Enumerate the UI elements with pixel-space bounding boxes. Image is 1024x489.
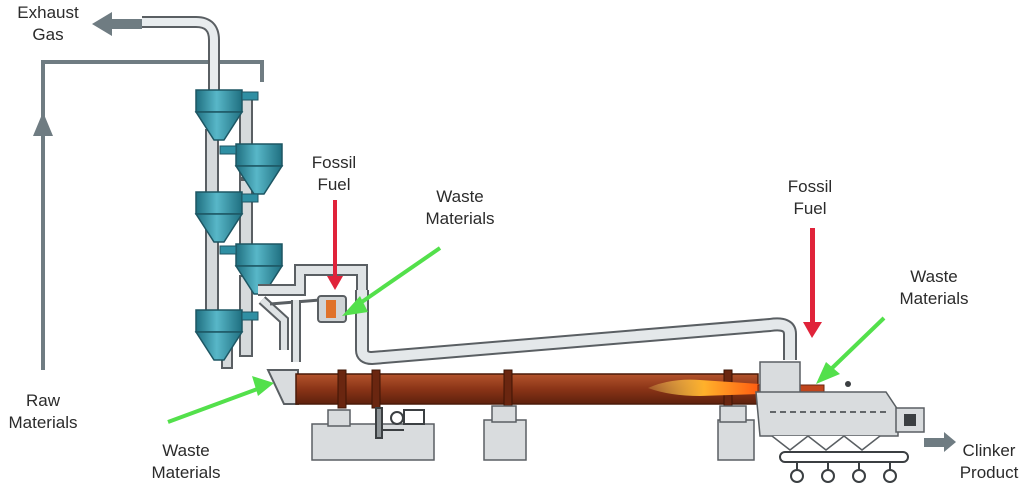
kiln-supports xyxy=(311,405,755,461)
cyclone-2 xyxy=(219,143,284,195)
clinker-cooler xyxy=(755,361,925,451)
cyclone-5 xyxy=(194,309,259,361)
waste-materials-burner-label: Waste Materials xyxy=(899,267,969,308)
tertiary-air-duct xyxy=(355,290,797,366)
exhaust-duct xyxy=(92,12,220,92)
clinker-product-label: Clinker Product xyxy=(959,441,1019,482)
precalciner xyxy=(317,295,347,323)
cyclone-1 xyxy=(194,89,259,141)
clinker-output-arrow xyxy=(924,432,956,452)
fossil-fuel-precalciner-label: Fossil Fuel xyxy=(311,153,357,194)
cyclone-4 xyxy=(219,243,284,295)
raw-materials-label: Raw Materials xyxy=(8,391,78,432)
fossil-fuel-burner-label: Fossil Fuel xyxy=(787,177,833,218)
fossil-fuel-precalciner-arrow xyxy=(327,200,343,290)
kiln-inlet-hood xyxy=(266,369,299,405)
exhaust-gas-label: Exhaust Gas xyxy=(17,3,79,44)
waste-materials-inlet-arrow xyxy=(167,376,274,424)
waste-materials-precalciner-label: Waste Materials xyxy=(425,187,495,228)
waste-materials-burner-arrow xyxy=(816,316,886,384)
cyclone-3 xyxy=(194,191,259,243)
kiln-drive xyxy=(375,407,425,439)
clinker-conveyor xyxy=(779,451,909,483)
precalciner-ducts xyxy=(258,264,368,362)
exhaust-gas-arrow xyxy=(92,12,112,36)
waste-materials-precalciner-arrow xyxy=(342,246,442,316)
waste-materials-inlet-label: Waste Materials xyxy=(151,441,221,482)
raw-materials-line xyxy=(33,60,264,370)
fossil-fuel-burner-arrow xyxy=(803,228,822,338)
raw-materials-up-arrow xyxy=(33,112,53,136)
